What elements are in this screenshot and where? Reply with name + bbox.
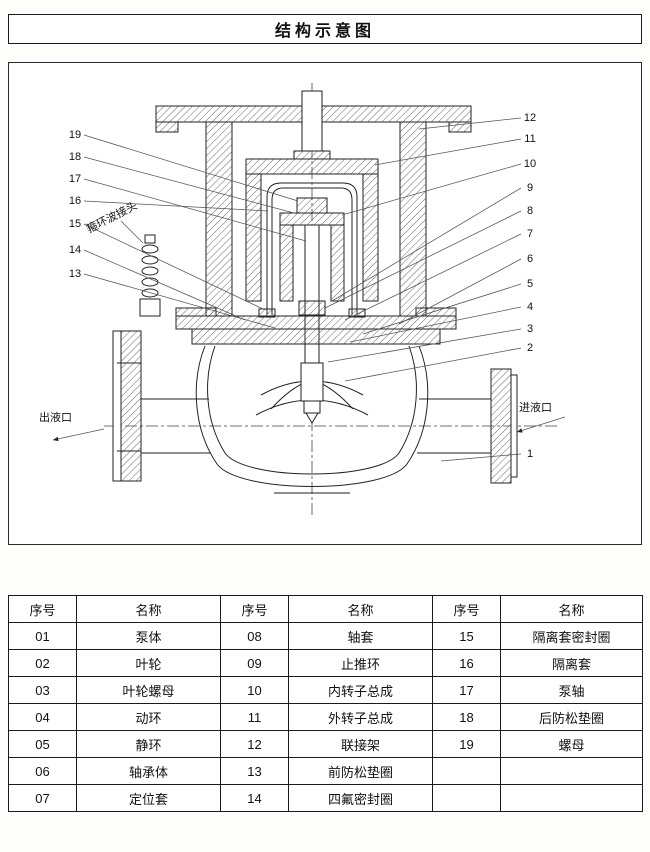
part-index-cell: 07 [8,784,77,812]
callout-16: 16 [69,195,81,207]
pump-structure-diagram: 19 18 17 16 15 14 13 12 11 10 9 8 7 6 5 … [39,83,566,515]
shaft-sleeve [298,300,326,316]
callout-9: 9 [527,182,533,194]
part-name-cell: 叶轮 [76,649,221,677]
part-name-cell: 隔离套密封圈 [500,622,643,650]
shaft-nut [296,197,328,214]
table-header-cell: 名称 [76,595,221,623]
part-name-cell: 泵轴 [500,676,643,704]
outer-rotor [245,158,379,302]
part-name-cell [500,757,643,785]
table-header-cell: 名称 [500,595,643,623]
callout-2: 2 [527,342,533,354]
callout-8: 8 [527,205,533,217]
part-index-cell: 16 [432,649,501,677]
part-name-cell [500,784,643,812]
table-header-row: 序号名称序号名称序号名称 [8,595,643,623]
part-name-cell: 止推环 [288,649,433,677]
part-index-cell [432,757,501,785]
part-index-cell: 04 [8,703,77,731]
part-index-cell: 11 [220,703,289,731]
callout-12: 12 [524,112,536,124]
callout-14: 14 [69,244,81,256]
callout-15: 15 [69,218,81,230]
part-name-cell: 泵体 [76,622,221,650]
part-index-cell: 13 [220,757,289,785]
pump-casing [141,345,491,494]
fitting-label: 箍环波接头 [84,198,139,235]
outlet-flange [112,330,142,482]
leader-lines [52,117,566,462]
callout-18: 18 [69,151,81,163]
pump-shaft [296,197,328,368]
callout-11: 11 [524,133,535,145]
motor-flange [155,90,472,160]
impeller [255,362,369,424]
page-title-box: 结构示意图 [8,14,642,44]
part-name-cell: 四氟密封圈 [288,784,433,812]
part-name-cell: 动环 [76,703,221,731]
part-index-cell: 18 [432,703,501,731]
callout-6: 6 [527,253,533,265]
part-index-cell: 02 [8,649,77,677]
part-index-cell: 05 [8,730,77,758]
inlet-label: 进液口 [519,400,552,414]
part-index-cell: 19 [432,730,501,758]
part-index-cell: 01 [8,622,77,650]
callout-1: 1 [527,448,533,460]
part-name-cell: 定位套 [76,784,221,812]
callout-17: 17 [69,173,81,185]
callout-13: 13 [69,268,81,280]
part-name-cell: 外转子总成 [288,703,433,731]
callout-19: 19 [69,129,81,141]
callout-4: 4 [527,301,533,313]
callout-10: 10 [524,158,536,170]
part-index-cell: 15 [432,622,501,650]
callout-5: 5 [527,278,533,290]
part-name-cell: 后防松垫圈 [500,703,643,731]
part-index-cell: 06 [8,757,77,785]
callout-7: 7 [527,228,533,240]
part-index-cell: 09 [220,649,289,677]
part-index-cell: 10 [220,676,289,704]
outlet-label: 出液口 [39,410,72,424]
diagram-panel: 19 18 17 16 15 14 13 12 11 10 9 8 7 6 5 … [8,62,642,545]
table-header-cell: 序号 [220,595,289,623]
part-name-cell: 轴承体 [76,757,221,785]
part-index-cell: 17 [432,676,501,704]
part-index-cell: 14 [220,784,289,812]
table-header-cell: 名称 [288,595,433,623]
part-name-cell: 联接架 [288,730,433,758]
part-index-cell: 08 [220,622,289,650]
impeller-nut [303,400,321,414]
page-title: 结构示意图 [274,23,375,40]
part-index-cell [432,784,501,812]
inlet-flange [490,368,518,484]
table-header-cell: 序号 [8,595,77,623]
part-name-cell: 隔离套 [500,649,643,677]
table-header-cell: 序号 [432,595,501,623]
part-name-cell: 叶轮螺母 [76,676,221,704]
part-name-cell: 轴套 [288,622,433,650]
callout-3: 3 [527,323,533,335]
part-name-cell: 静环 [76,730,221,758]
bearing-housing [175,307,457,345]
part-name-cell: 前防松垫圈 [288,757,433,785]
part-name-cell: 内转子总成 [288,676,433,704]
part-name-cell: 螺母 [500,730,643,758]
part-index-cell: 03 [8,676,77,704]
bellows-fitting [139,234,161,317]
part-index-cell: 12 [220,730,289,758]
